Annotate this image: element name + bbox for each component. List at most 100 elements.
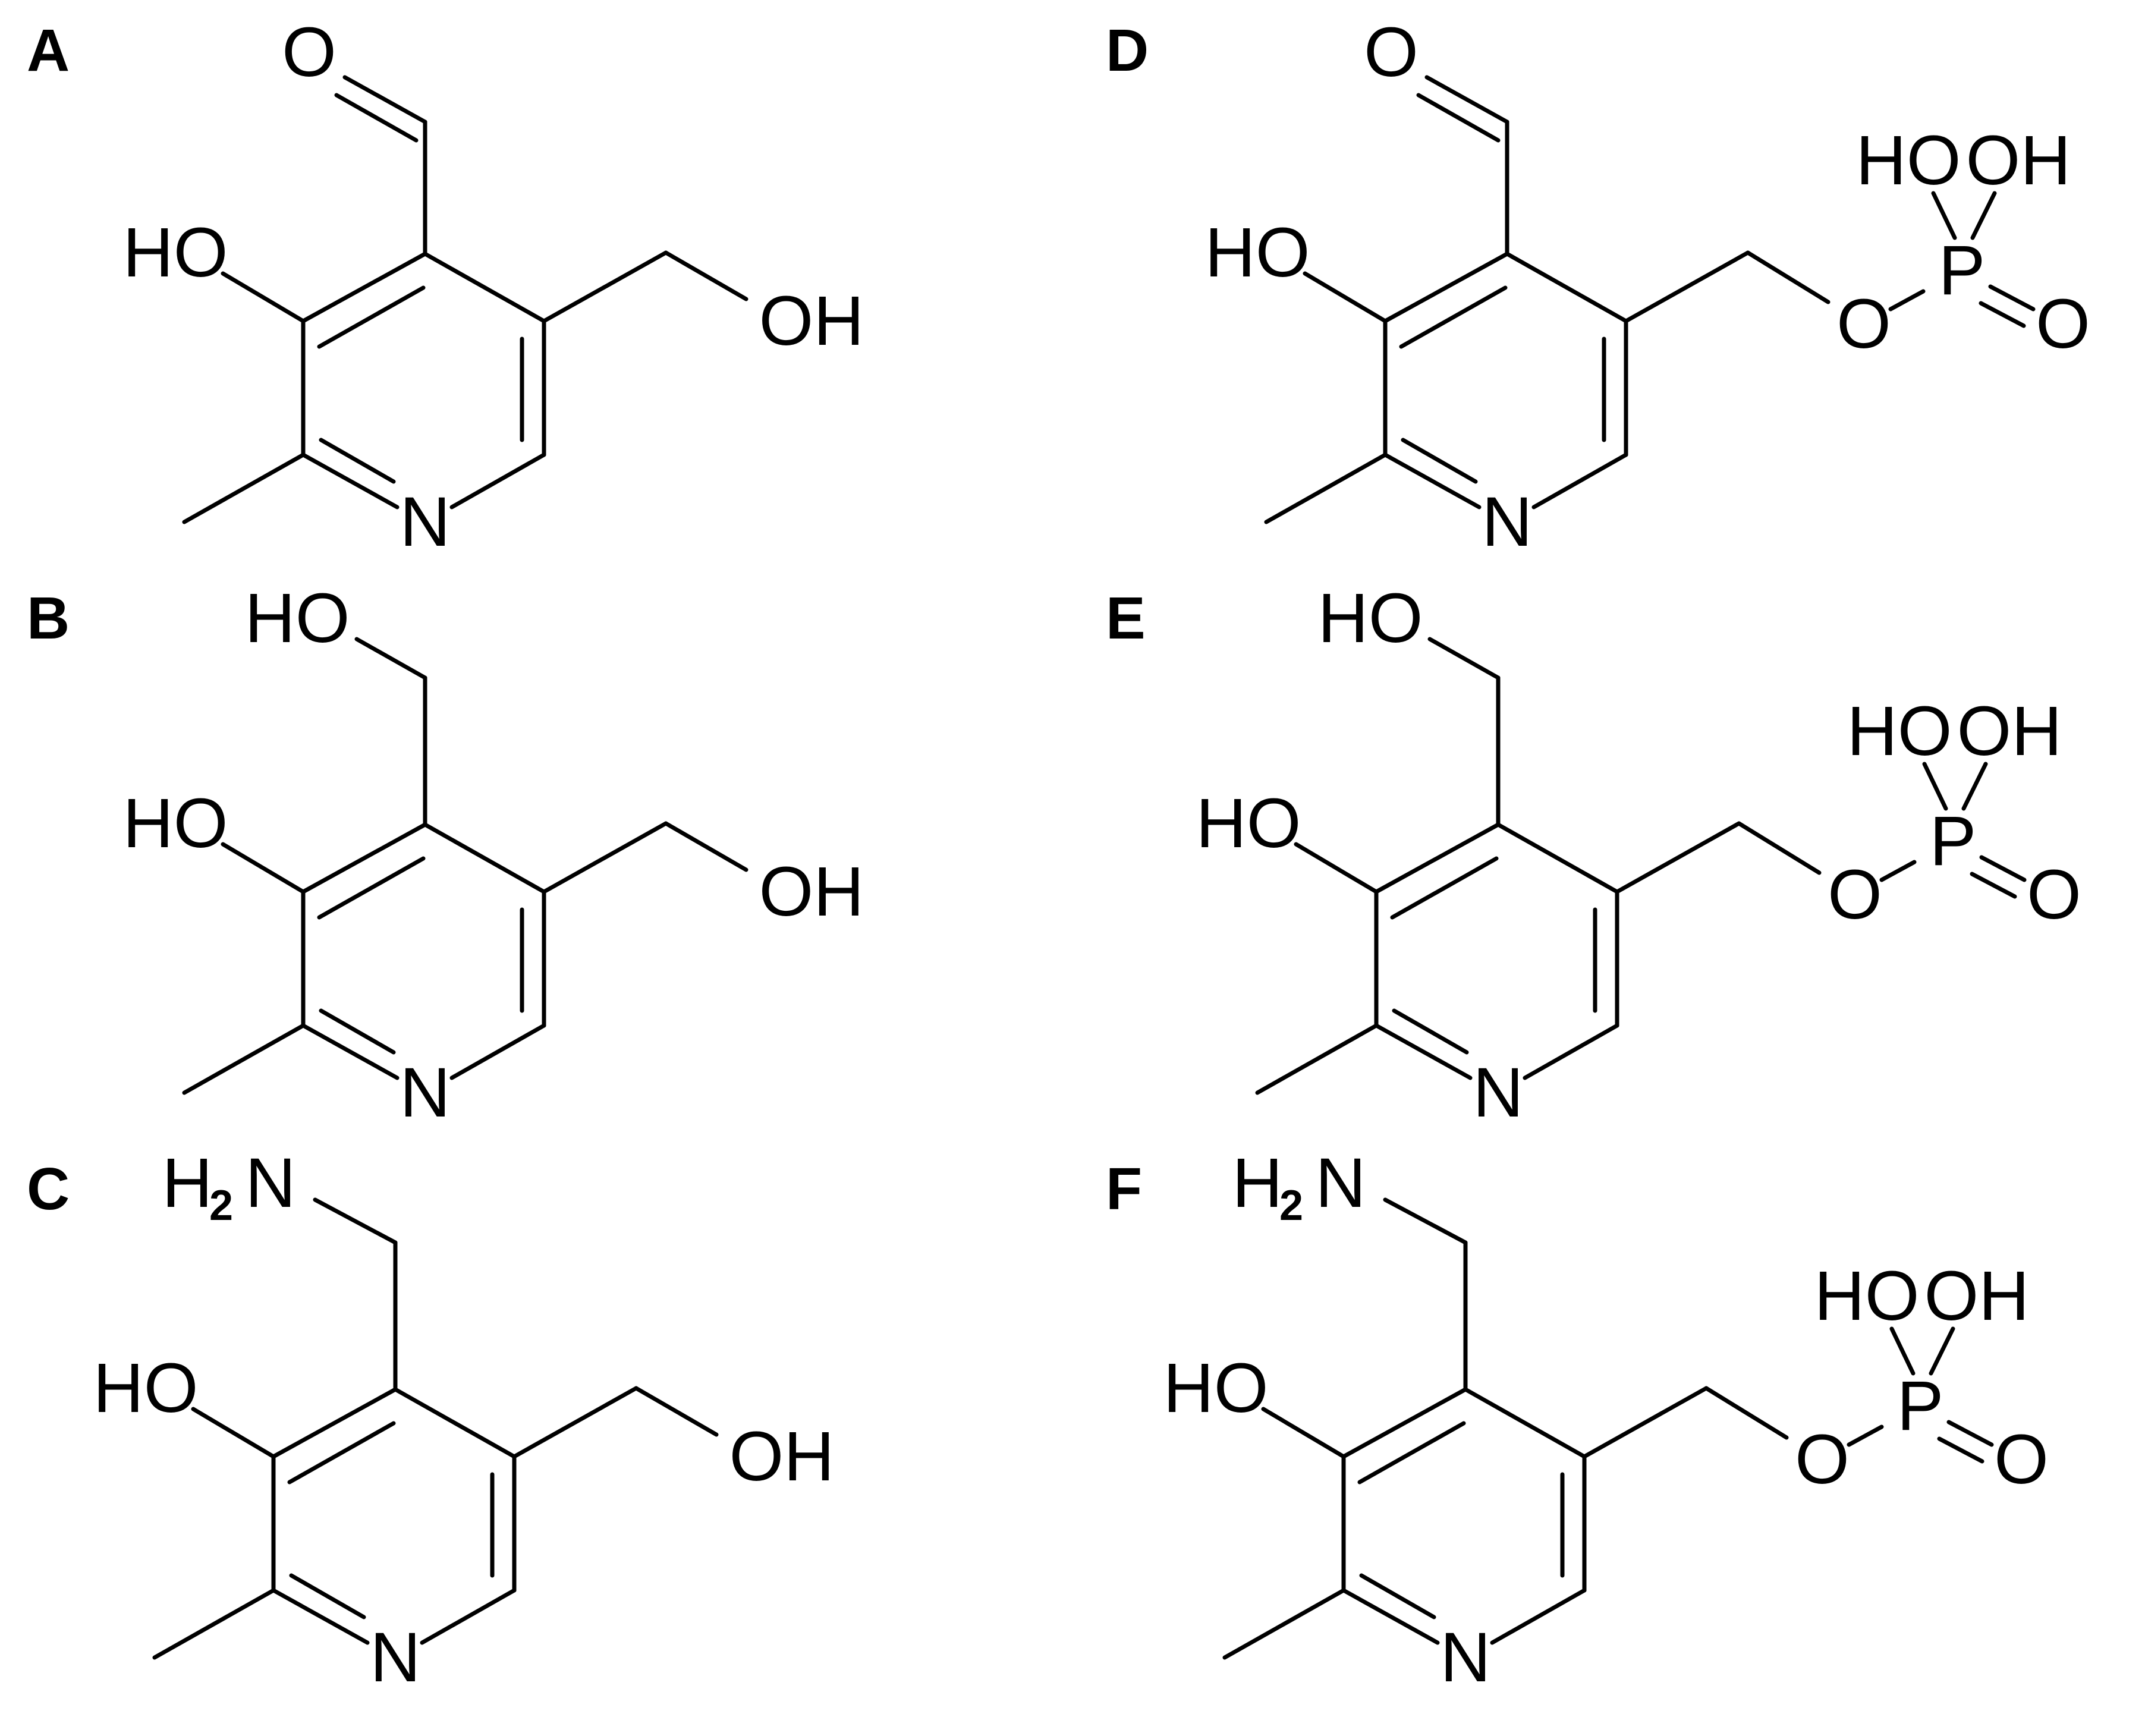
ring-double-bond-inner [1357,1421,1466,1485]
phosphate-oxygen-atom: O [1994,1420,2049,1499]
hydroxyl-label-5: OH [759,282,864,360]
phosphorus-atom: P [1897,1367,1944,1445]
ring-nitrogen-atom: N [400,483,450,561]
hydroxyl-bond [1303,271,1388,323]
aldehyde-oxygen-atom: O [1364,13,1419,92]
p-o-double-bond [1970,872,2017,899]
ring-double-bond-inner [289,1573,366,1619]
hydroxymethyl-bond [354,637,427,680]
hydroxyl-bond [1261,1407,1346,1459]
p-oh-bond [1929,1326,1955,1376]
ring-bond [1383,452,1482,510]
ring-bond [301,1023,400,1080]
p-o-double-bond [1979,301,2026,328]
hydroxyl-label-3: HO [93,1349,199,1427]
hydroxymethyl-bond [663,250,748,301]
ester-oxygen-atom: O [1828,856,1882,934]
methyl-bond [182,1023,306,1095]
ring-nitrogen-atom: N [1482,483,1532,561]
p-o-double-bond [1979,855,2027,882]
p-o-double-bond [1946,1420,1994,1447]
ring-bond [449,1023,546,1080]
phosphorus-atom: P [1930,802,1977,880]
ring-bond [1374,1023,1473,1080]
ring-bond [1374,822,1501,894]
ring-double-bond-inner [317,285,426,349]
methylene-bond [512,1386,639,1459]
amine-nitrogen-atom: N [1315,1144,1366,1222]
p-oh-bond [1970,191,1997,240]
methylene-bond [1615,821,1741,894]
carbonyl-double-bond [334,93,419,143]
phosphate-oxygen-atom: O [2027,856,2081,934]
p-o-double-bond [1937,1436,1984,1464]
hydroxymethyl-bond [634,1386,719,1437]
ring-bond [1531,452,1628,510]
ester-bond [1745,250,1831,304]
ring-bond [393,1387,517,1459]
phosphate-oxygen-atom: O [2036,285,2090,363]
p-o-double-bond [1988,284,2036,312]
phosphate-hydroxyl-left: HO [1814,1257,1920,1335]
ring-nitrogen-atom: N [370,1618,420,1697]
ring-bond [1463,1387,1587,1459]
hydroxyl-label-4: HO [1318,579,1423,658]
amine-hydrogen: H [162,1144,212,1222]
hydroxyl-bond [221,271,306,323]
carbonyl-bond [342,75,427,124]
ring-nitrogen-atom: N [1440,1618,1490,1697]
methylene-bond [1624,250,1750,323]
ring-double-bond-inner [1359,1573,1436,1619]
panel-label: E [1106,585,1146,652]
ring-bond [1490,1588,1587,1645]
p-oh-bond [1889,1326,1916,1376]
aminomethyl-bond [1383,1197,1468,1245]
hydroxyl-label-3: HO [1196,784,1301,863]
panel-label: B [27,585,70,652]
ring-bond [301,452,400,510]
methyl-bond [152,1588,276,1660]
methyl-bond [1255,1023,1379,1095]
methyl-bond [182,452,306,524]
p-oh-bond [1961,762,1988,811]
ring-double-bond-inner [1399,285,1508,349]
o-p-bond [1888,289,1926,312]
carbonyl-bond [1424,75,1509,124]
ring-bond [449,452,546,510]
ring-double-bond-inner [1401,438,1478,484]
aminomethyl-bond [313,1197,398,1245]
ring-double-bond-inner [317,856,426,920]
ring-bond [1505,251,1628,323]
ring-bond [423,251,546,323]
phosphate-hydroxyl-left: HO [1856,121,1961,200]
amine-hydrogen: H [1232,1144,1282,1222]
ring-bond [1383,251,1509,323]
ring-double-bond-inner [287,1421,396,1485]
o-p-bond [1847,1424,1884,1447]
phosphate-hydroxyl-right: OH [1966,121,2071,200]
hydroxyl-bond [191,1407,276,1459]
ring-bond [1341,1588,1440,1645]
hydroxyl-bond [221,842,306,894]
aldehyde-oxygen-atom: O [282,13,336,92]
phosphate-hydroxyl-right: OH [1957,692,2062,770]
hydroxyl-label-4: HO [245,579,350,658]
ester-bond [1737,821,1822,875]
ring-bond [1341,1387,1468,1459]
ring-double-bond-inner [1392,1008,1469,1055]
carbonyl-double-bond [1416,93,1501,143]
amine-subscript: 2 [1279,1182,1303,1229]
hydroxymethyl-bond [1427,637,1501,680]
hydroxyl-bond [1294,842,1379,894]
hydroxyl-label-3: HO [123,213,228,292]
methylene-bond [542,821,668,894]
hydroxyl-label-3: HO [123,784,228,863]
ring-nitrogen-atom: N [1473,1053,1523,1132]
ring-bond [423,822,546,894]
methyl-bond [1264,452,1388,524]
ring-double-bond-inner [1390,856,1499,920]
hydroxymethyl-bond [663,821,748,872]
